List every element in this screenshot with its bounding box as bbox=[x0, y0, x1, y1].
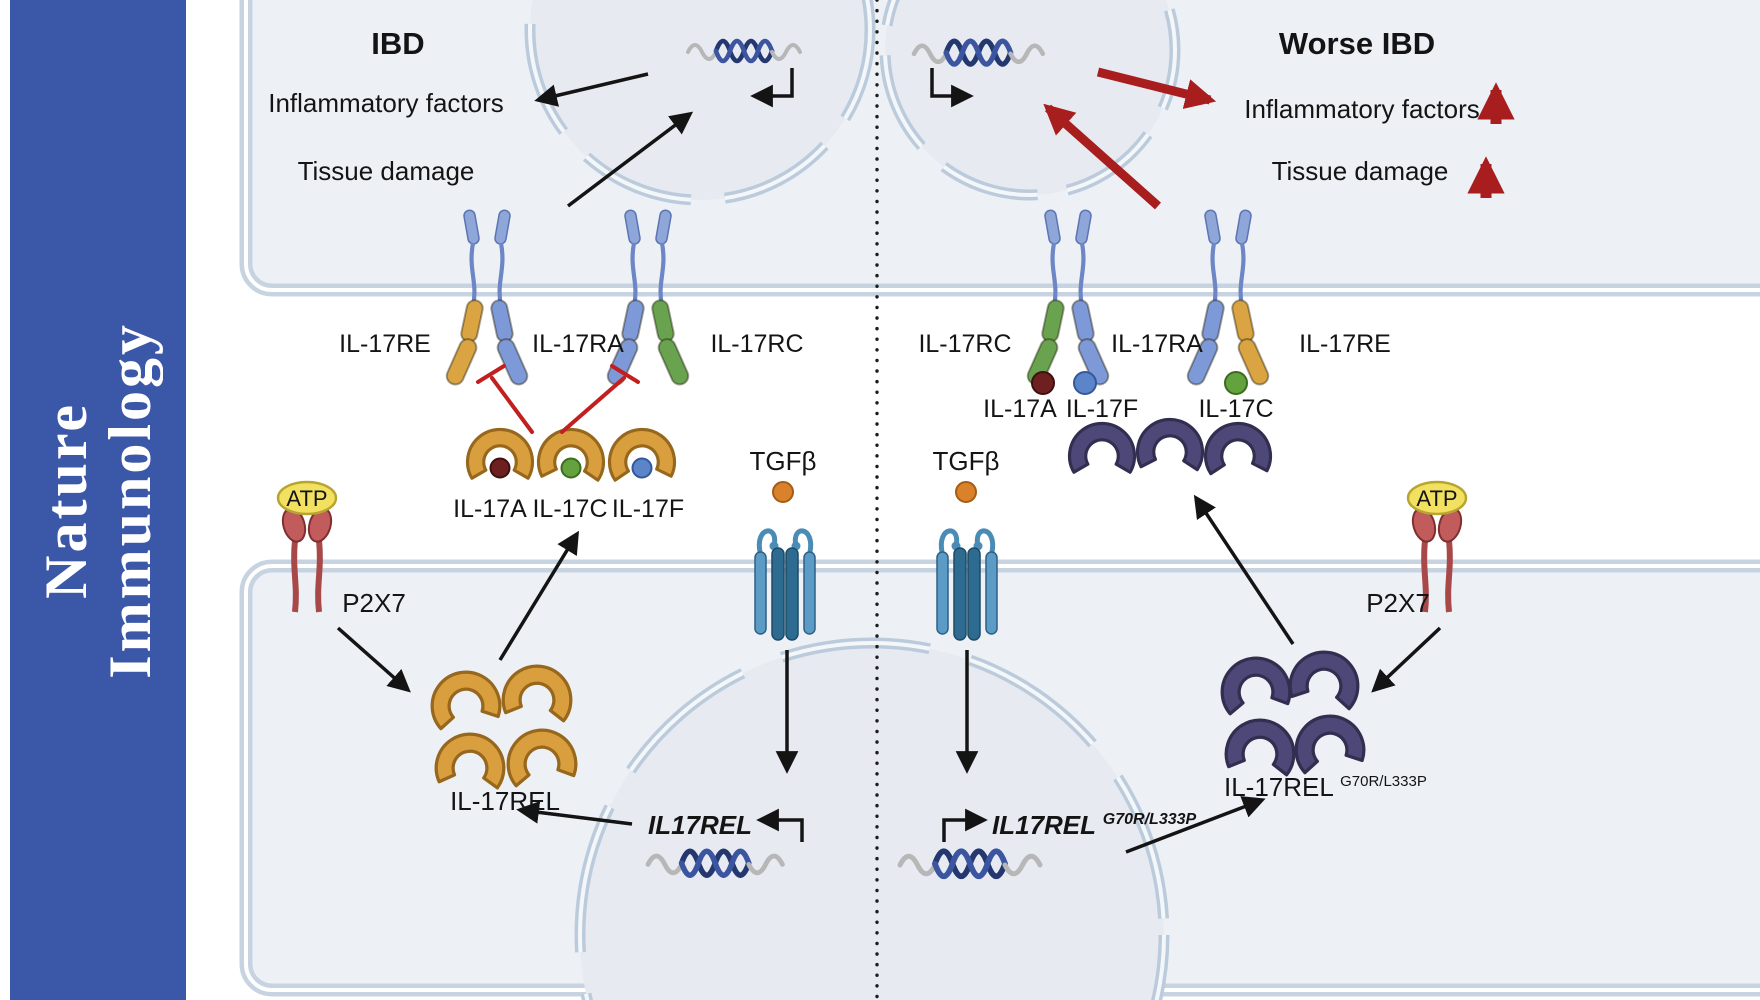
mutant-il17rel-trio bbox=[1069, 417, 1272, 474]
inhibition-tee bbox=[476, 364, 640, 434]
mutant-gene-label-base: IL17REL bbox=[992, 810, 1096, 840]
atp-label: ATP bbox=[1416, 486, 1457, 511]
transcription-arrow-icon bbox=[750, 68, 794, 108]
enhanced-output-arrow bbox=[1096, 67, 1217, 109]
arrow-gene-to-mutant-protein bbox=[1125, 796, 1266, 854]
atp-label: ATP bbox=[286, 486, 327, 511]
mutant-crescent-icon bbox=[1203, 421, 1272, 474]
il17f-cytokine-icon bbox=[631, 457, 653, 479]
il17a-cytokine-icon bbox=[1031, 371, 1055, 395]
il17ra-label: IL-17RA bbox=[532, 330, 624, 358]
il17a-label: IL-17A bbox=[453, 495, 527, 523]
il17a-label: IL-17A bbox=[983, 395, 1057, 423]
p2x7-label: P2X7 bbox=[342, 588, 406, 618]
tissue-damage-label: Tissue damage bbox=[298, 156, 475, 186]
il17ra-label: IL-17RA bbox=[1111, 330, 1203, 358]
nucleus-bottom bbox=[574, 637, 1170, 1000]
il17rel-gene-label: IL17REL bbox=[648, 810, 752, 840]
inflammatory-factors-label: Inflammatory factors bbox=[1244, 94, 1480, 124]
il17rel-label: IL-17REL bbox=[450, 786, 560, 816]
enhanced-signal-arrow bbox=[1043, 103, 1161, 210]
il17c-cytokine-icon bbox=[1224, 371, 1248, 395]
arrow-il17rel-to-cytokines bbox=[498, 530, 580, 661]
mutant-gene-label-sup: G70R/L333P bbox=[1103, 811, 1197, 828]
il17c-cytokine-icon bbox=[560, 457, 582, 479]
arrow-cluster-to-crescents bbox=[1193, 494, 1295, 645]
panel-title-worse-ibd: Worse IBD bbox=[1279, 26, 1435, 61]
arrow-gene-to-il17rel bbox=[516, 801, 633, 826]
journal-name-line1: Nature bbox=[33, 401, 99, 599]
tgfb-ligand-icon bbox=[772, 481, 794, 503]
mutant-il17rel-label-base: IL-17REL bbox=[1224, 772, 1333, 802]
il17f-label: IL-17F bbox=[612, 495, 684, 523]
arrow-p2x7-to-il17rel bbox=[336, 626, 411, 693]
cytokine-complex-left bbox=[467, 427, 676, 481]
mutant-il17rel-label: IL-17REL G70R/L333P bbox=[1224, 772, 1427, 802]
mutant-gene-label: IL17REL G70R/L333P bbox=[992, 810, 1197, 840]
nucleus-top-right bbox=[879, 0, 1181, 201]
p2x7-label: P2X7 bbox=[1366, 588, 1430, 618]
arrow-p2x7-to-mutant bbox=[1371, 626, 1442, 693]
mutant-il17rel-label-sup: G70R/L333P bbox=[1340, 773, 1427, 790]
il17f-label: IL-17F bbox=[1066, 395, 1138, 423]
il17rc-label: IL-17RC bbox=[918, 330, 1011, 358]
inflammatory-factors-label: Inflammatory factors bbox=[268, 88, 504, 118]
il17c-label: IL-17C bbox=[532, 495, 607, 523]
il17re-label: IL-17RE bbox=[339, 330, 431, 358]
journal-name-line2: Immunology bbox=[97, 321, 163, 679]
mutant-crescent-icon bbox=[1069, 423, 1135, 473]
tissue-damage-label: Tissue damage bbox=[1272, 156, 1449, 186]
atp-badge: ATP bbox=[276, 480, 338, 516]
atp-badge: ATP bbox=[1406, 480, 1468, 516]
arrow-receptor-to-nucleus bbox=[566, 111, 694, 208]
arrow-to-inflammatory-factors bbox=[534, 72, 649, 107]
transcription-arrow-icon bbox=[930, 68, 974, 108]
transcription-arrow-icon bbox=[756, 808, 804, 842]
il17a-cytokine-icon bbox=[489, 457, 511, 479]
il17re-label: IL-17RE bbox=[1299, 330, 1391, 358]
cytokine-dots-right bbox=[1031, 371, 1248, 395]
tgfb-label: TGFβ bbox=[933, 446, 1000, 476]
transcription-arrow-icon bbox=[942, 808, 988, 842]
journal-sidebar: Nature Immunology bbox=[10, 0, 186, 1000]
tgfb-label: TGFβ bbox=[750, 446, 817, 476]
tgfb-ligand-icon bbox=[955, 481, 977, 503]
il17c-label: IL-17C bbox=[1198, 395, 1273, 423]
il17f-cytokine-icon bbox=[1073, 371, 1097, 395]
panel-title-ibd: IBD bbox=[371, 26, 424, 61]
il17rc-label: IL-17RC bbox=[710, 330, 803, 358]
mutant-crescent-icon bbox=[1136, 417, 1205, 470]
